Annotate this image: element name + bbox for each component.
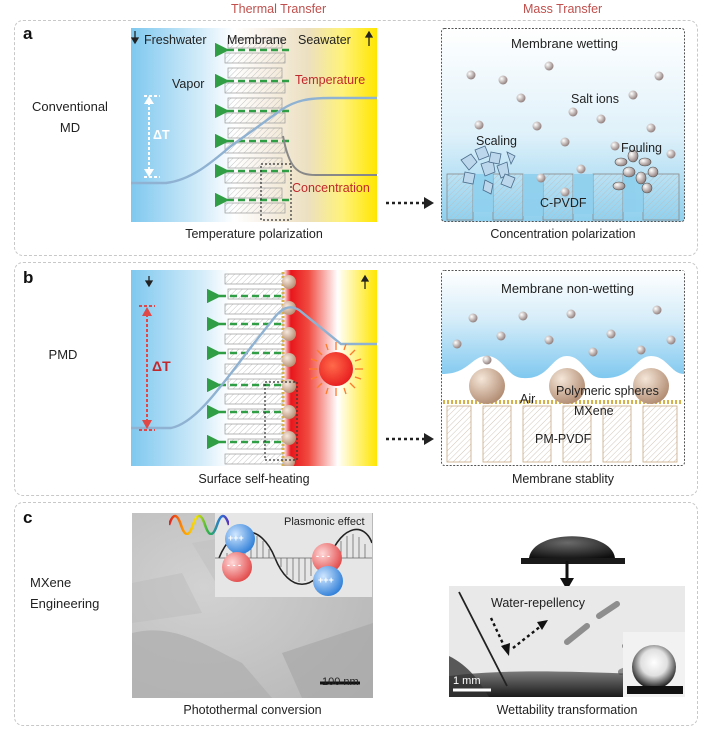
negative-charge-particle-2 <box>312 543 342 573</box>
membrane-pillars-b <box>446 405 678 463</box>
positive-charge-particle-2 <box>313 566 343 596</box>
wettability-transformation-caption: Wettability transformation <box>496 703 638 717</box>
polymeric-spheres-label: Polymeric spheres <box>556 384 659 398</box>
membrane-stability-diagram <box>441 270 685 466</box>
panel-c <box>14 502 698 726</box>
concentration-profile-curve <box>282 135 377 176</box>
tem-scalebar-label: 100 nm <box>322 676 359 688</box>
thermal-transfer-title: Thermal Transfer <box>231 2 327 16</box>
surface-self-heating-caption: Surface self-heating <box>198 472 310 486</box>
plasmonic-effect-label: Plasmonic effect <box>284 516 365 528</box>
panel-a-transition-arrow <box>386 197 434 209</box>
scaling-crystals <box>460 145 516 195</box>
panel-b-letter: b <box>23 268 34 287</box>
panel-a <box>14 20 698 256</box>
delta-t-arrow-b <box>139 305 155 431</box>
polarization-box <box>260 163 292 221</box>
surface-self-heating-diagram <box>131 270 377 466</box>
flow-direction-arrows-b <box>144 274 370 289</box>
fouling-particles <box>612 149 659 194</box>
seawater-label: Seawater <box>298 33 351 47</box>
salt-ions-b <box>452 305 676 365</box>
panel-a-letter: a <box>23 24 33 43</box>
membrane-stability-caption: Membrane stablity <box>511 472 615 486</box>
concentration-polarization-diagram <box>441 28 685 222</box>
vapor-label: Vapor <box>172 77 205 91</box>
positive-charge-particle-1 <box>225 524 255 554</box>
temperature-label: Temperature <box>295 73 366 87</box>
c-pvdf-label: C-PVDF <box>540 196 587 210</box>
minus-label-1: - - - <box>227 560 241 570</box>
pm-pvdf-label: PM-PVDF <box>535 432 592 446</box>
heating-box <box>264 381 298 461</box>
membrane-blocks <box>224 37 286 214</box>
water-region <box>442 271 684 379</box>
temperature-polarization-caption: Temperature polarization <box>185 227 323 241</box>
delta-t-label-b: ΔT <box>152 358 171 374</box>
wetted-pores <box>473 174 643 216</box>
salt-ions-label: Salt ions <box>571 92 619 106</box>
sun-icon <box>309 342 363 396</box>
water-repellency-image <box>449 586 685 697</box>
panel-b <box>14 262 698 496</box>
photothermal-conversion-caption: Photothermal conversion <box>183 703 322 717</box>
concentration-label: Concentration <box>292 181 370 195</box>
delta-t-arrow <box>144 95 160 178</box>
concentration-polarization-caption: Concentration polarization <box>490 227 636 241</box>
minus-label-2: - - - <box>316 551 330 561</box>
temperature-profile-curve <box>131 96 377 185</box>
transformation-arrow <box>560 561 574 590</box>
salt-ions <box>466 61 676 197</box>
membrane-label: Membrane <box>227 33 287 47</box>
temperature-profile-curve-b <box>131 306 377 430</box>
light-wave-icon <box>169 514 229 535</box>
droplet-spreading-image <box>521 536 625 564</box>
plus-label-2: +++ <box>318 575 334 585</box>
membrane-non-wetting-label: Membrane non-wetting <box>501 281 634 296</box>
freshwater-label: Freshwater <box>144 33 207 47</box>
panel-c-letter: c <box>23 508 33 527</box>
water-scalebar-label: 1 mm <box>453 675 481 687</box>
water-repellency-label: Water-repellency <box>491 596 586 610</box>
temperature-polarization-diagram <box>131 28 377 222</box>
membrane-wetting-label: Membrane wetting <box>511 36 618 51</box>
panel-b-row-label: PMD <box>48 347 78 362</box>
scaling-label: Scaling <box>476 134 517 148</box>
delta-t-label: ΔT <box>153 128 170 142</box>
plus-label-1: +++ <box>228 533 244 543</box>
negative-charge-particle-1 <box>222 552 252 582</box>
large-polymeric-spheres <box>469 368 669 404</box>
membrane-pillars <box>446 173 680 221</box>
air-label: Air <box>520 392 536 406</box>
plasmonic-inset <box>169 513 372 597</box>
mxene-label: MXene <box>574 404 614 418</box>
flow-direction-arrows <box>131 30 374 46</box>
mass-transfer-title: Mass Transfer <box>523 2 603 16</box>
panel-b-transition-arrow <box>386 433 434 445</box>
fouling-label: Fouling <box>621 141 662 155</box>
